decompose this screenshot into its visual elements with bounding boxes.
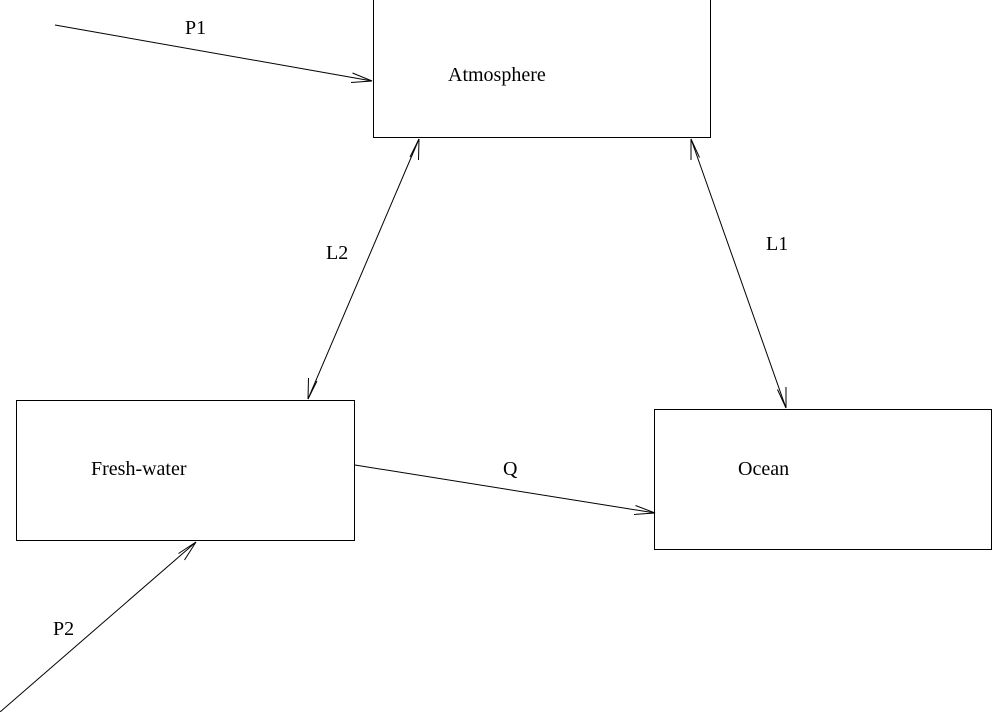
freshwater-box: [16, 400, 355, 541]
p2-arrowhead: [178, 541, 197, 561]
p1-arrow-line: [54, 24, 373, 82]
freshwater-node: Fresh-water: [16, 400, 355, 541]
atmosphere-label: Atmosphere: [448, 64, 546, 86]
l1-flow: L1: [690, 138, 788, 409]
q-arrowhead: [633, 505, 656, 515]
q-arrow-line: [354, 464, 656, 514]
atmosphere-box: [373, 0, 711, 138]
p2-arrow-line: [0, 541, 197, 712]
ocean-node: Ocean: [654, 409, 992, 550]
atmosphere-node: Atmosphere: [373, 0, 711, 138]
p2-flow: P2: [0, 541, 197, 712]
l1-label: L1: [766, 233, 788, 255]
freshwater-label: Fresh-water: [91, 458, 187, 480]
q-flow: Q: [354, 458, 656, 515]
p1-label: P1: [185, 17, 206, 39]
l2-arrowhead-top: [409, 138, 420, 161]
p1-flow: P1: [54, 17, 373, 83]
l2-arrowhead-bottom: [307, 377, 318, 400]
l2-flow: L2: [307, 138, 420, 400]
q-label: Q: [503, 458, 518, 480]
l2-arrow-line: [307, 138, 420, 400]
ocean-label: Ocean: [738, 458, 789, 480]
l1-arrowhead-top: [690, 138, 700, 160]
p1-arrowhead: [350, 72, 373, 83]
l1-arrow-line: [690, 138, 787, 409]
l1-arrowhead-bottom: [777, 387, 787, 409]
ocean-box: [654, 409, 992, 550]
l2-label: L2: [326, 242, 348, 264]
p2-label: P2: [53, 618, 74, 640]
